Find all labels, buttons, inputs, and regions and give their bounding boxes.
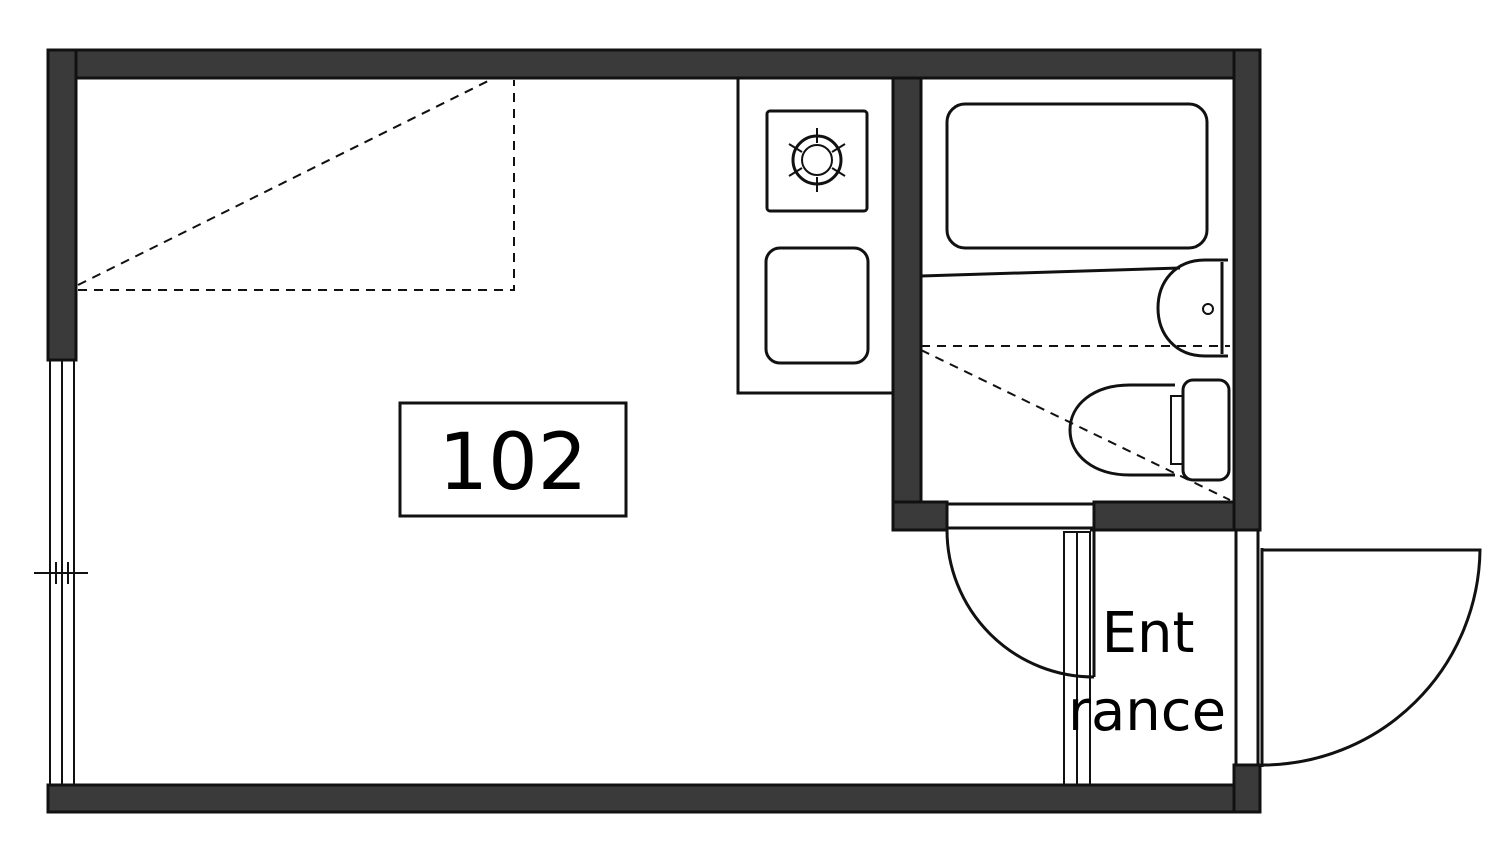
toilet-tank	[1181, 378, 1231, 482]
front-door-frame	[1234, 528, 1260, 767]
bathroom-door	[945, 502, 1096, 679]
closet-outline	[77, 79, 515, 291]
closet-diagonal	[77, 79, 491, 286]
room-number-label: 102	[398, 401, 628, 518]
front-door-swing	[1261, 548, 1482, 767]
wall-top	[46, 48, 1262, 80]
burner-icon	[788, 128, 846, 192]
wall-bath-bottom-right	[1092, 500, 1236, 532]
bath-partition	[920, 266, 1181, 278]
wall-right-lower	[1232, 763, 1262, 814]
toilet-seat-edge	[1170, 395, 1184, 465]
kitchen-counter	[736, 76, 895, 395]
closet-box	[78, 80, 515, 291]
sink-basin	[764, 246, 870, 365]
wall-left-upper	[46, 48, 78, 362]
entrance-area: Ent rance	[1063, 528, 1482, 786]
toilet-bowl	[1068, 383, 1175, 477]
outer-walls	[46, 48, 1262, 814]
bathtub	[945, 102, 1209, 250]
wall-right	[1232, 48, 1262, 532]
bath-door-opening	[945, 502, 1096, 530]
bathroom	[920, 102, 1231, 501]
bathroom-walls	[891, 76, 1236, 532]
drain-icon	[1202, 303, 1214, 315]
stove-box	[765, 109, 869, 213]
counter-outline	[736, 76, 895, 395]
wall-bath-left	[891, 76, 923, 532]
window-left	[34, 359, 88, 786]
room-number: 102	[439, 418, 588, 508]
bath-door-swing	[945, 529, 1095, 679]
room-number-box	[398, 401, 628, 518]
entrance-label-line2: rance	[1068, 679, 1226, 744]
wall-bath-bottom-left	[891, 500, 949, 532]
washbasin	[1156, 258, 1228, 358]
entrance-label-line1: Ent	[1102, 601, 1195, 666]
wall-bottom	[46, 783, 1262, 814]
